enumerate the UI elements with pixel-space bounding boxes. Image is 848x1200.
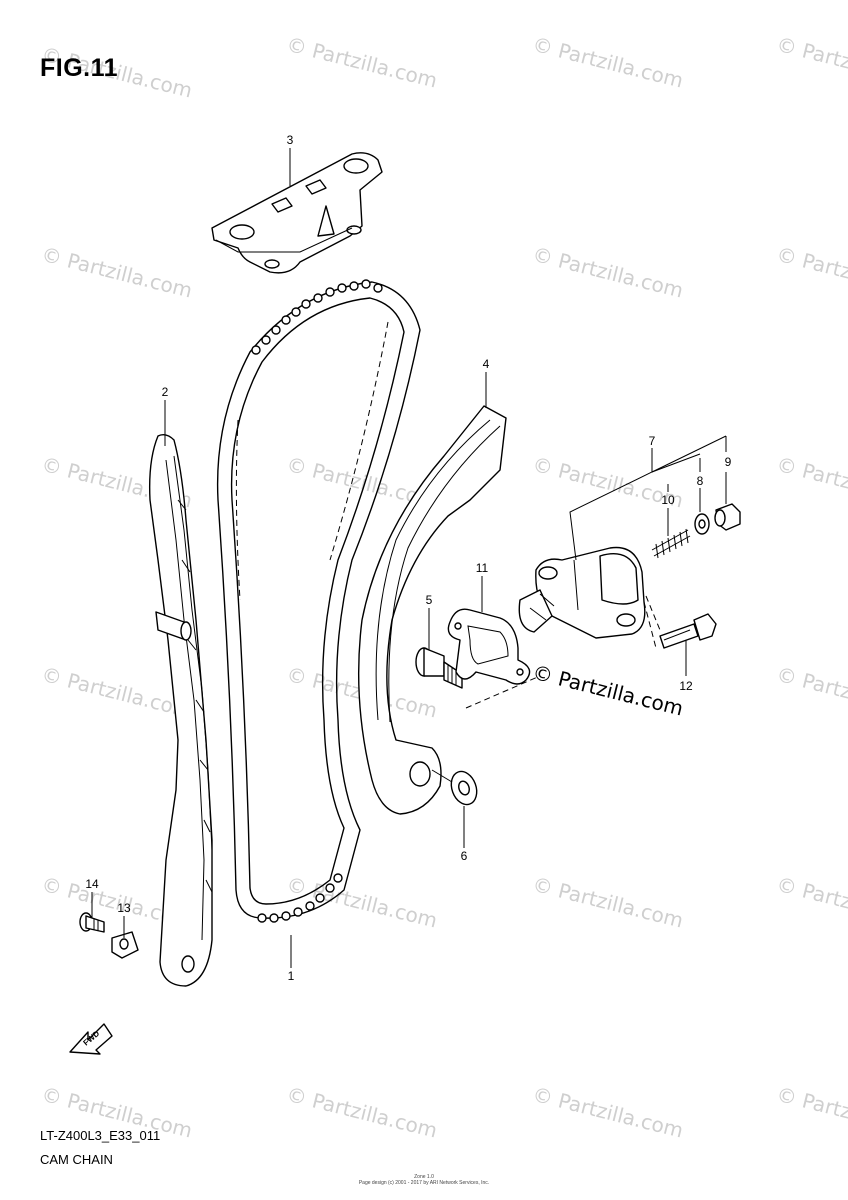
fwd-arrow-icon: FWD: [69, 1023, 113, 1055]
part-13-plate: [111, 931, 139, 959]
callout-7: 7: [648, 434, 656, 448]
chain-links-top: [251, 279, 383, 355]
part-9-cap-bolt: [714, 503, 741, 531]
callout-1: 1: [287, 969, 295, 983]
part-14-screw: [79, 912, 105, 933]
callout-13: 13: [117, 901, 131, 915]
part-3-upper-guide-plate: [211, 152, 383, 274]
part-1-cam-chain: [216, 279, 421, 923]
callout-5: 5: [425, 593, 433, 607]
part-7-tensioner-adjuster: [518, 546, 646, 639]
part-11-gasket: [447, 608, 531, 685]
callout-8: 8: [696, 474, 704, 488]
callout-9: 9: [724, 455, 732, 469]
part-4-tensioner-guide: [357, 405, 507, 815]
part-8-washer: [694, 513, 710, 535]
part-5-guide-bolt: [415, 647, 463, 689]
section-title: CAM CHAIN: [40, 1152, 113, 1167]
footer-copyright: Page design (c) 2001 - 2017 by ARI Netwo…: [358, 1180, 490, 1186]
leader-lines: [91, 148, 727, 968]
callout-3: 3: [286, 133, 294, 147]
callout-6: 6: [460, 849, 468, 863]
callout-12: 12: [679, 679, 693, 693]
part-10-spring: [651, 528, 691, 559]
callout-11: 11: [475, 561, 489, 575]
diagram-code: LT-Z400L3_E33_011: [40, 1128, 161, 1143]
footer-zone: Zone 1.0: [414, 1174, 434, 1180]
chain-links-bottom: [257, 873, 343, 923]
part-2-chain-guide-left: [149, 433, 213, 987]
figure-title: FIG.11: [40, 54, 119, 82]
callout-14: 14: [85, 877, 99, 891]
part-6-washer: [431, 769, 478, 806]
part-12-bolt: [659, 613, 717, 649]
callout-2: 2: [161, 385, 169, 399]
callout-4: 4: [482, 357, 490, 371]
callout-10: 10: [661, 493, 675, 507]
